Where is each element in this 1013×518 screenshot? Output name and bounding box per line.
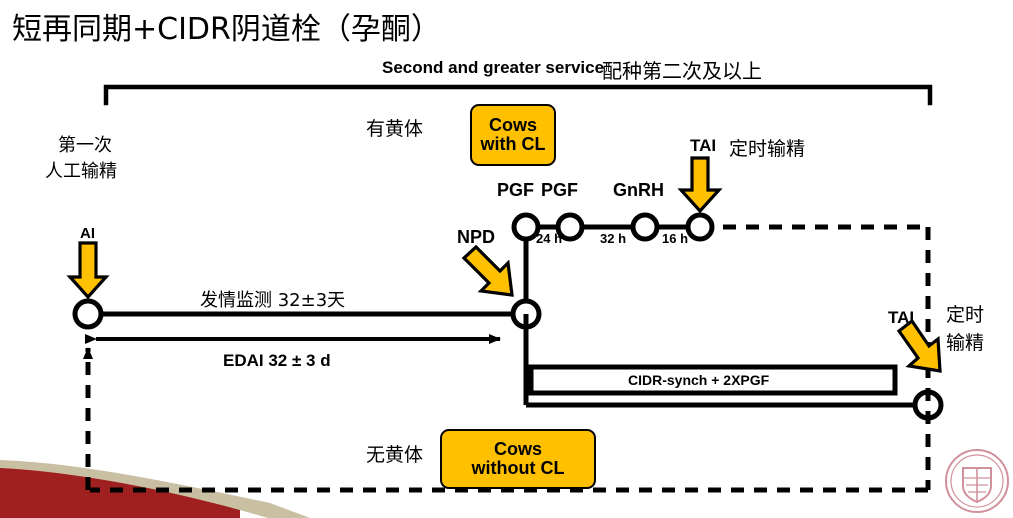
first-service-chinese-line2: 人工输精	[45, 161, 117, 182]
node-pgf-2	[555, 212, 585, 242]
header-english: Second and greater service	[382, 58, 605, 77]
timeline-node-group	[511, 212, 715, 242]
scope-bracket	[103, 84, 933, 106]
cidr-synch-bar-label: CIDR-synch + 2XPGF	[628, 372, 770, 388]
tai-top-chinese-label: 定时输精	[729, 138, 806, 160]
interval-24h: 24 h	[536, 231, 563, 246]
tai-top-down-arrow-icon	[677, 156, 723, 214]
npd-diagonal-arrow-icon	[461, 244, 514, 297]
npd-label: NPD	[457, 227, 496, 247]
with-cl-chinese-label: 有黄体	[366, 118, 424, 140]
pgf-2-label: PGF	[541, 180, 579, 200]
cidr-synch-bar	[528, 364, 898, 396]
cows-without-cl-line1: Cows	[493, 439, 542, 460]
ai-down-arrow-icon	[66, 241, 110, 300]
page-title: 短再同期+CIDR阴道栓（孕酮）	[12, 12, 441, 47]
cows-with-cl-line1: Cows	[488, 115, 537, 136]
cows-with-cl-box: Cows with CL	[470, 104, 556, 166]
cows-without-cl-box: Cows without CL	[440, 429, 596, 489]
first-service-chinese-line1: 第一次	[58, 135, 112, 156]
gnrh-label: GnRH	[613, 180, 664, 200]
tai-right-label: TAI	[888, 308, 915, 327]
cows-without-cl-line2: without CL	[471, 458, 565, 478]
estrus-detection-label: 发情监测 32±3天	[200, 290, 346, 311]
node-gnrh	[630, 212, 660, 242]
cornell-university-seal	[945, 449, 1009, 513]
return-path	[90, 227, 931, 493]
edai-label: EDAI 32 ± 3 d	[223, 351, 331, 370]
node-pgf-1	[511, 212, 541, 242]
without-cl-chinese-label: 无黄体	[366, 444, 424, 466]
tai-right-diagonal-arrow-icon	[896, 318, 942, 373]
tai-top-label: TAI	[690, 136, 717, 155]
node-tai-top	[685, 212, 715, 242]
interval-16h: 16 h	[662, 231, 689, 246]
tai-right-chinese-line1: 定时	[946, 304, 985, 326]
tai-right-chinese-line2: 输精	[946, 332, 985, 354]
cows-with-cl-line2: with CL	[480, 134, 546, 154]
corner-swoosh	[0, 460, 310, 518]
pgf-1-label: PGF	[497, 180, 535, 200]
node-ai	[72, 298, 104, 330]
ai-event-label: AI	[80, 225, 95, 242]
header-chinese: 配种第二次及以上	[602, 59, 762, 83]
interval-32h: 32 h	[600, 231, 627, 246]
